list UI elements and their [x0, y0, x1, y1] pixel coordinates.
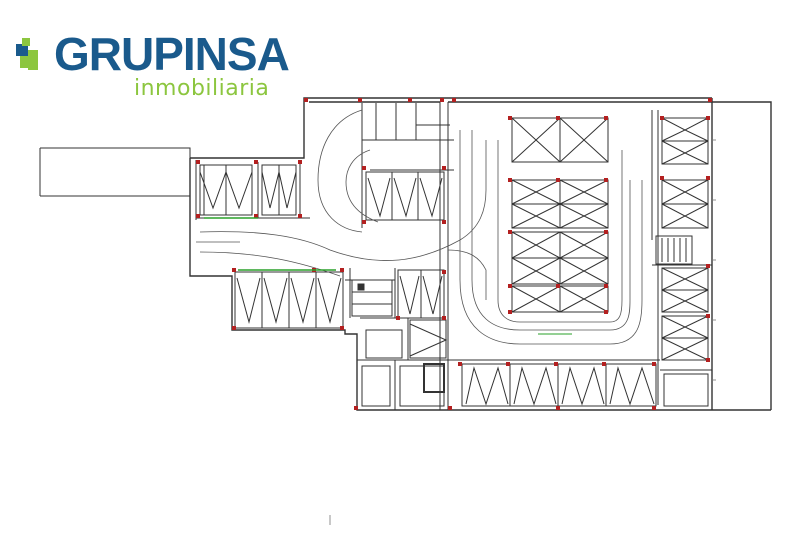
- brand-logo: GRUPINSA inmobiliaria: [14, 28, 290, 110]
- stair-icon: [351, 279, 393, 317]
- floor-markings: [204, 217, 572, 335]
- parking-space-icon: [461, 363, 657, 407]
- storage-rooms: [361, 329, 709, 407]
- boundary-ticks: [329, 139, 716, 525]
- parking-space-icon: [261, 164, 297, 216]
- internal-walls: [195, 102, 712, 410]
- parking-space-icon: [661, 179, 709, 229]
- parking-space-icon: [661, 117, 709, 165]
- stair-icon: [655, 235, 693, 265]
- drive-aisle: [196, 109, 643, 345]
- brand-tagline: inmobiliaria: [134, 76, 270, 101]
- parking-space-icon: [511, 285, 609, 313]
- driveway: [39, 147, 191, 197]
- parking-space-icon: [511, 179, 609, 229]
- parking-space-icon: [397, 269, 445, 319]
- building-outline: [189, 97, 772, 411]
- parking-space-icon: [199, 164, 253, 216]
- parking-space-icon: [661, 267, 709, 313]
- brand-name: GRUPINSA: [54, 28, 290, 80]
- parking-space-icon: [661, 315, 709, 361]
- parking-space-icon: [511, 231, 609, 285]
- structural-columns: [196, 98, 712, 410]
- parking-space-icon: [365, 171, 445, 221]
- parking-spaces: [199, 117, 709, 407]
- parking-space-icon: [409, 319, 448, 359]
- logo-plus-icon: [16, 38, 38, 70]
- parking-space-icon: [234, 271, 344, 329]
- structural-column-icon: [196, 98, 712, 410]
- parking-space-icon: [511, 117, 609, 163]
